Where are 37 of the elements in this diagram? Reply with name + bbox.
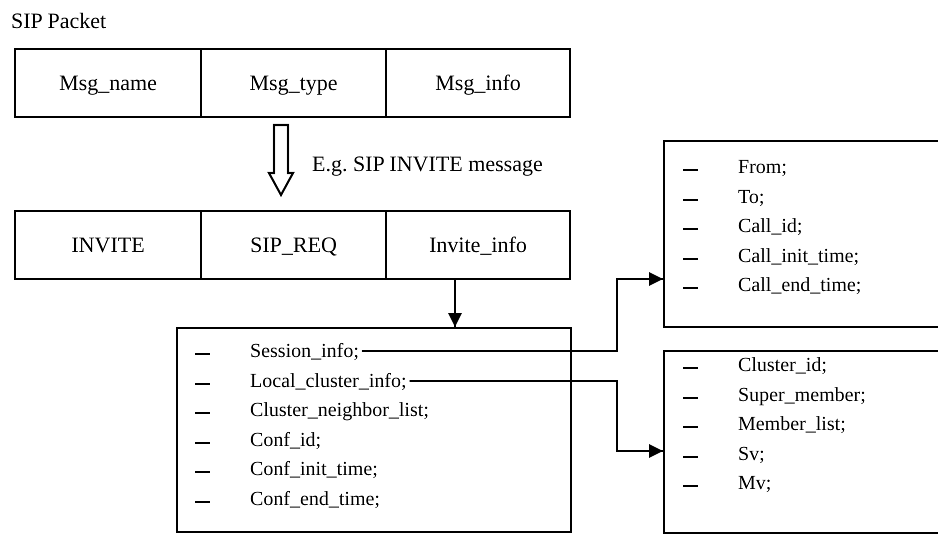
- list-item-text: Super_member;: [738, 384, 866, 405]
- packet-field-cell: [200, 210, 387, 280]
- list-item-text: From;: [738, 157, 787, 177]
- packet-field-cell: [385, 48, 571, 118]
- arrow: [410, 380, 663, 458]
- list-item-text: Cluster_id;: [738, 355, 827, 375]
- list-box: [176, 327, 572, 533]
- arrow: [362, 272, 663, 352]
- list-item-text: To;: [738, 186, 764, 207]
- list-item-text: Call_init_time;: [738, 246, 860, 266]
- diagram-title: SIP Packet: [11, 8, 106, 34]
- packet-field-cell: [385, 210, 571, 280]
- list-box: [663, 140, 938, 328]
- field-label: SIP_REQ: [250, 232, 337, 258]
- packet-field-cell: [14, 210, 202, 280]
- list-item-text: Conf_end_time;: [250, 489, 380, 509]
- field-label: Msg_type: [250, 70, 338, 96]
- hollow-arrow: [267, 124, 295, 198]
- arrow: [448, 280, 462, 327]
- list-item-text: Member_list;: [738, 414, 846, 434]
- field-label: Msg_info: [435, 70, 521, 96]
- packet-field-cell: [14, 48, 202, 118]
- list-box: [663, 350, 938, 534]
- list-item-text: Local_cluster_info;: [250, 371, 407, 391]
- field-label: Invite_info: [429, 232, 527, 258]
- list-item-text: Sv;: [738, 444, 765, 464]
- list-item-text: Conf_id;: [250, 430, 322, 450]
- edge-label: E.g. SIP INVITE message: [312, 153, 543, 175]
- field-label: INVITE: [71, 232, 145, 258]
- list-item-text: Conf_init_time;: [250, 459, 378, 479]
- list-item-text: Cluster_neighbor_list;: [250, 400, 429, 420]
- field-label: Msg_name: [59, 70, 157, 96]
- list-item-text: Call_end_time;: [738, 275, 862, 296]
- packet-field-cell: [200, 48, 387, 118]
- list-item-text: Call_id;: [738, 216, 802, 236]
- list-item-text: Session_info;: [250, 341, 359, 361]
- list-item-text: Mv;: [738, 473, 772, 494]
